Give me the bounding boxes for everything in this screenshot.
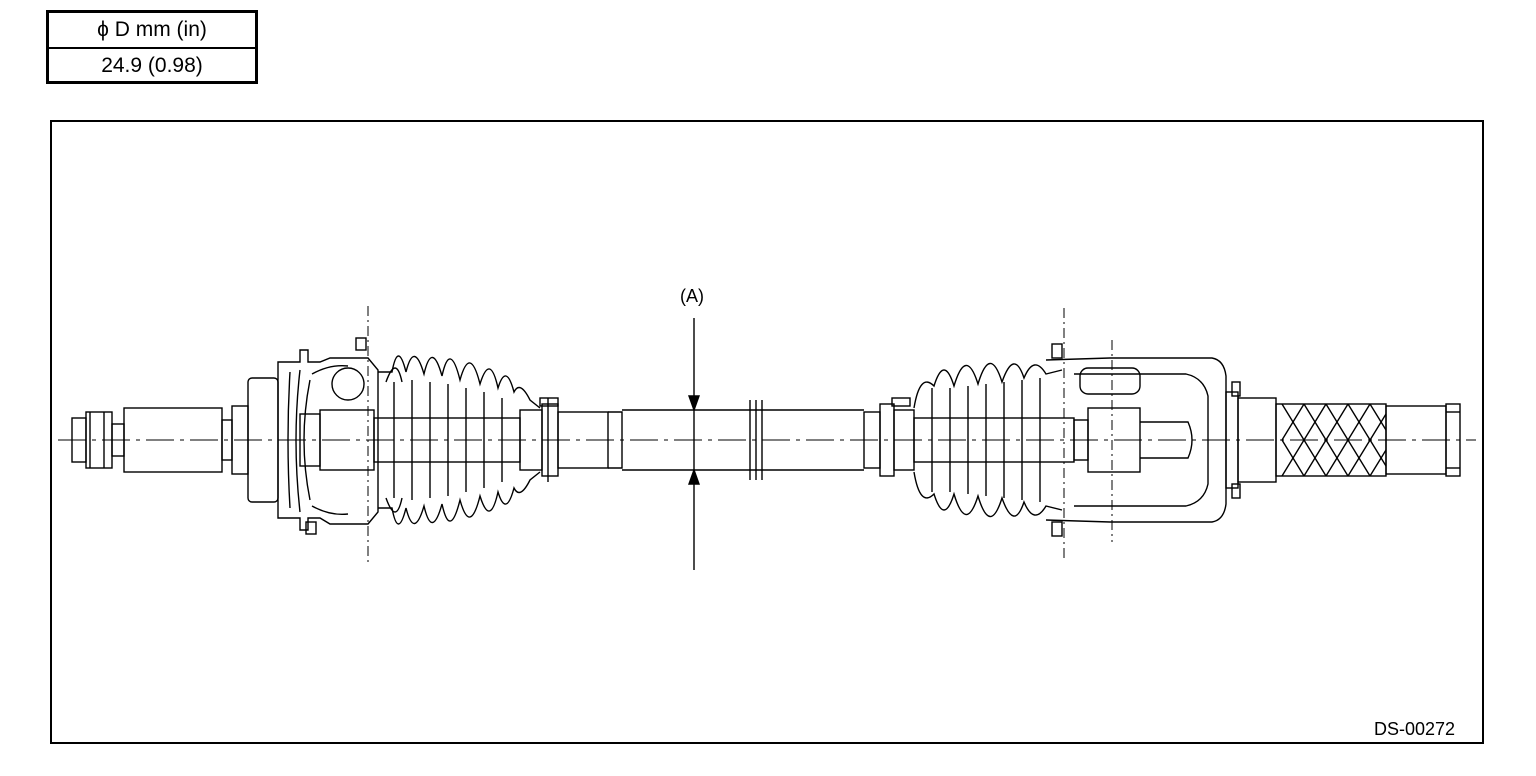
right-boot: [913, 308, 1065, 562]
right-cv-joint: [1045, 340, 1227, 542]
figure-code: DS-00272: [1374, 719, 1455, 739]
left-cv-joint: [277, 306, 379, 562]
main-shaft: [608, 400, 864, 480]
callout-label-a: (A): [680, 286, 704, 306]
right-shaft-section: [863, 397, 1075, 477]
diagram-frame: [50, 120, 1484, 744]
dimension-a: [688, 318, 700, 570]
left-stub-shaft: [71, 377, 279, 503]
left-boot: [378, 355, 541, 525]
spec-table: ϕ D mm (in) 24.9 (0.98): [46, 10, 258, 84]
left-shaft-section: [373, 397, 609, 482]
spec-table-header: ϕ D mm (in): [49, 13, 255, 49]
spec-table-value: 24.9 (0.98): [101, 54, 203, 77]
right-spindle: [1225, 381, 1461, 499]
